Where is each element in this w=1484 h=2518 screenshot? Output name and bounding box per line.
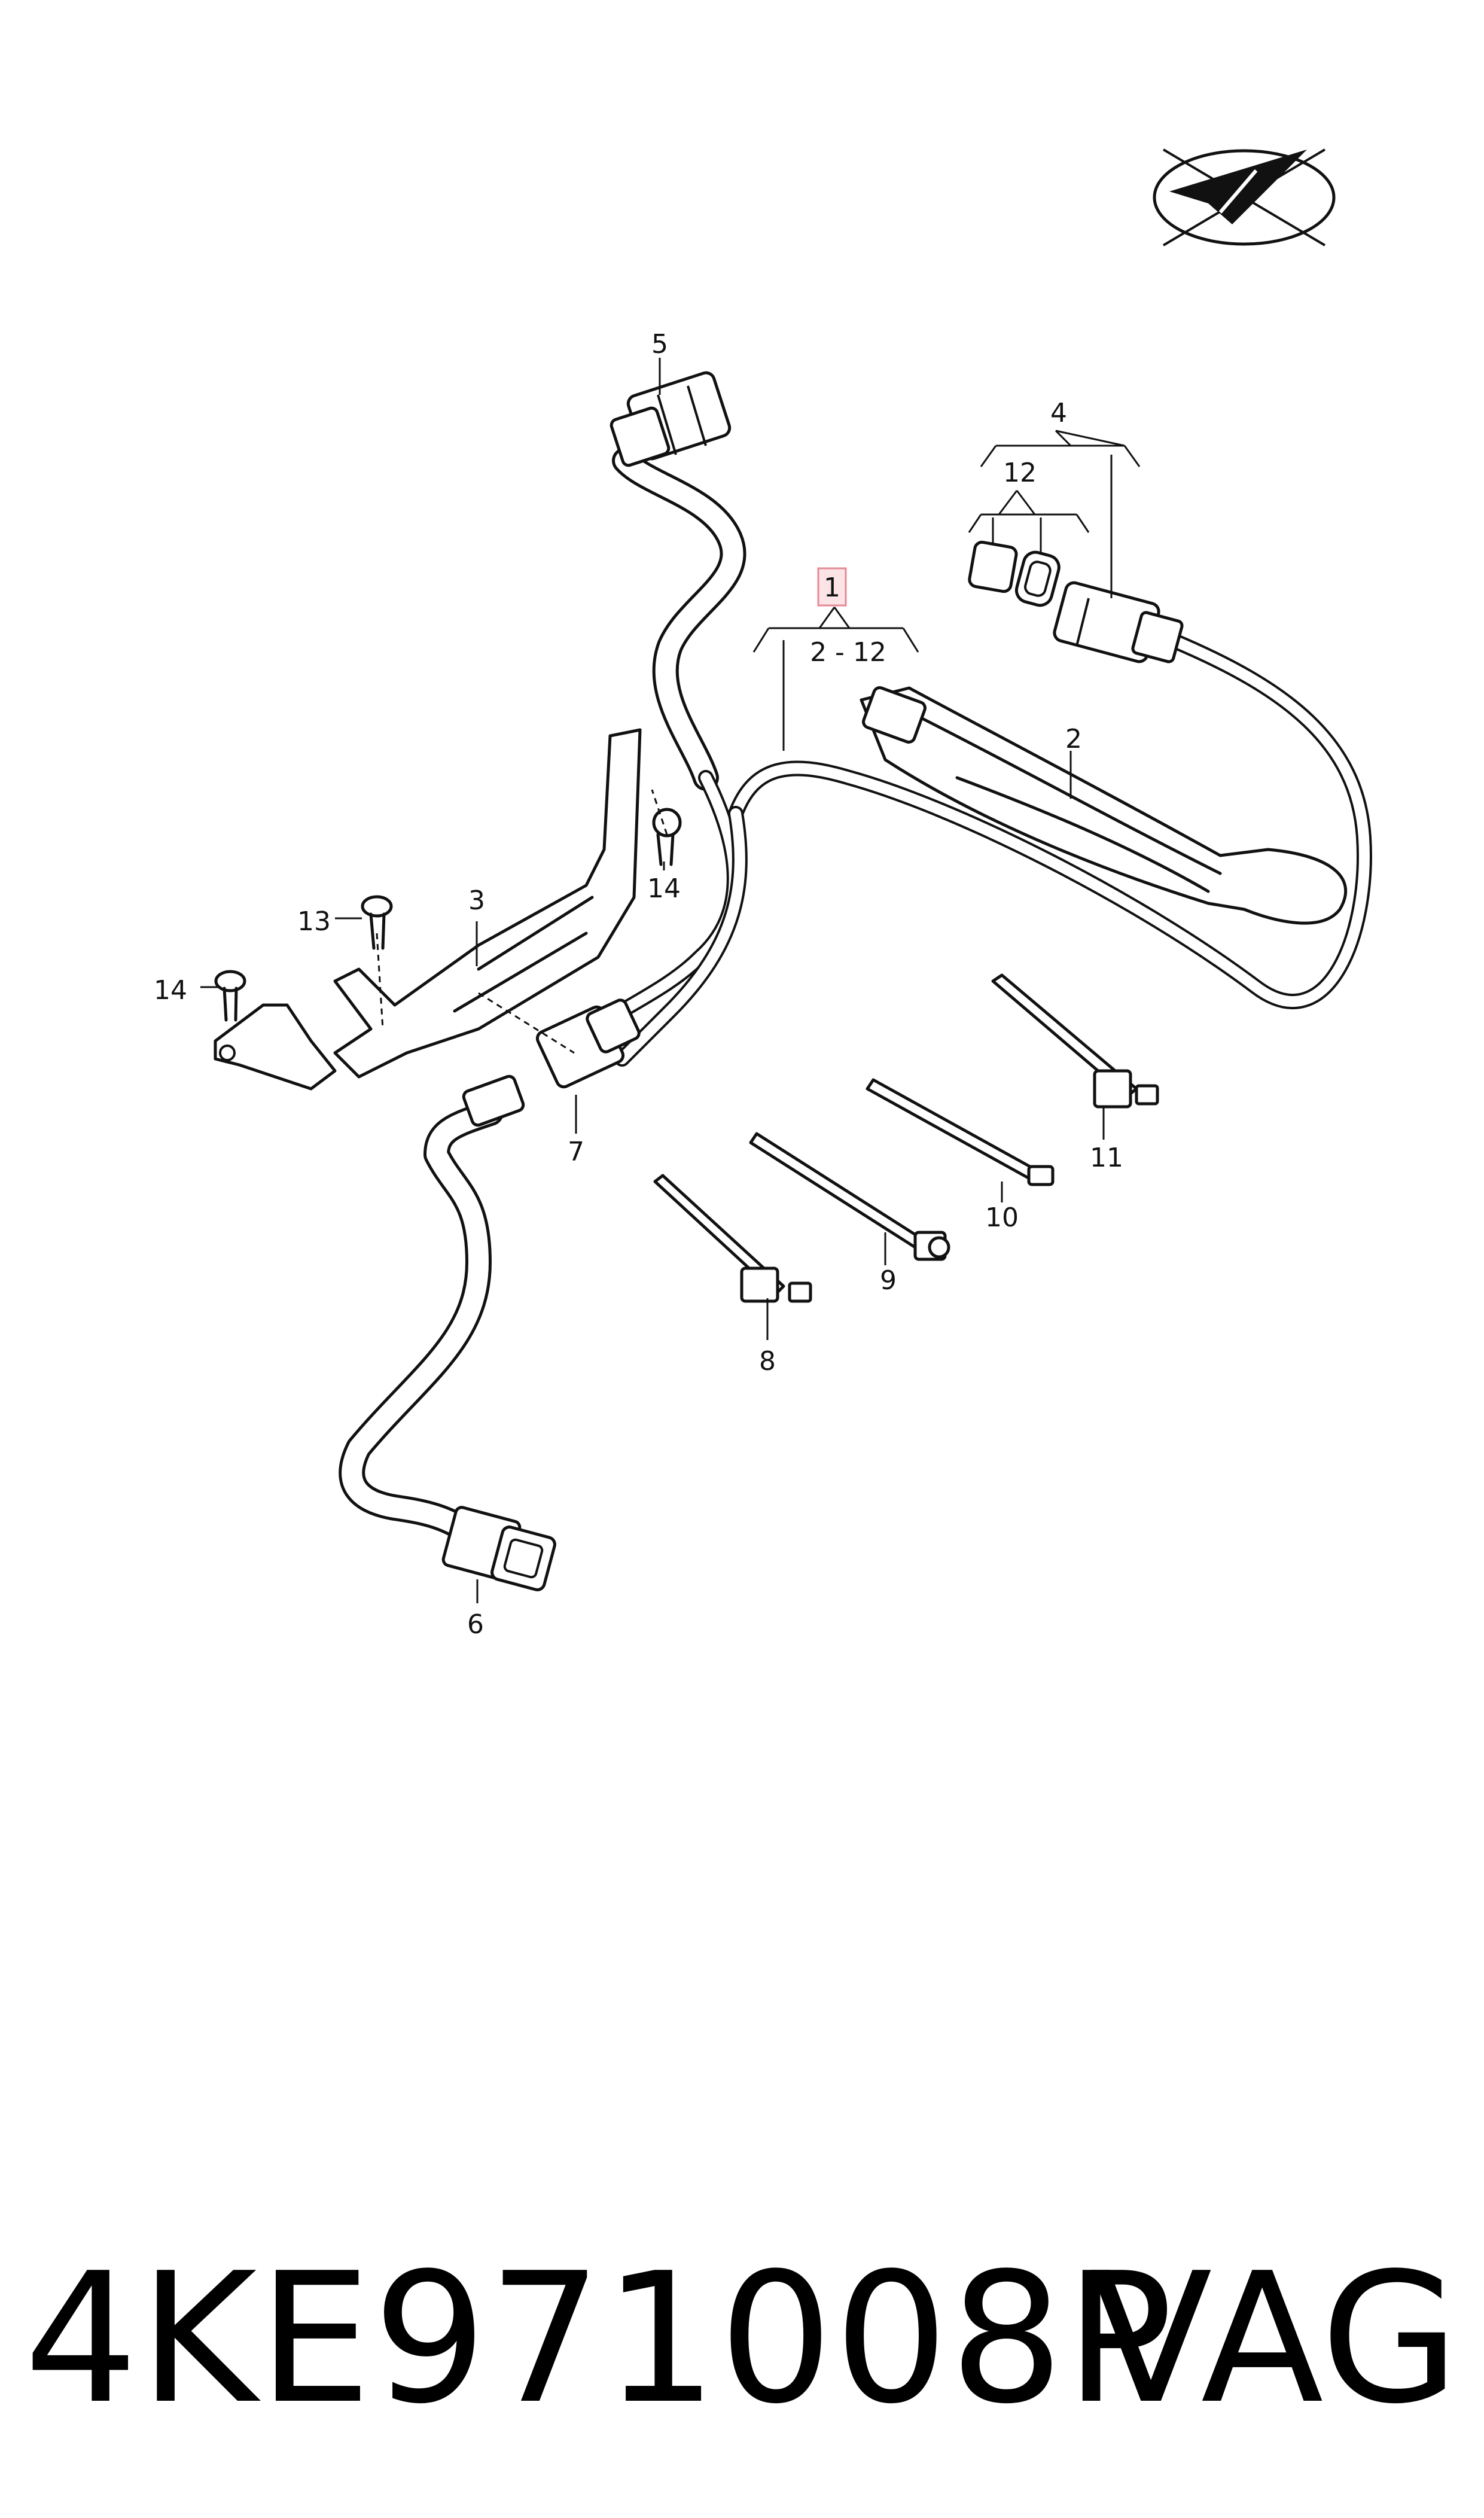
parts-diagram: 1 2 - 12 2 3 4 5 6 7 8 9 10 11 12 13 14 … bbox=[154, 148, 1372, 1640]
callout-12[interactable]: 12 bbox=[1003, 458, 1037, 488]
cable-tie-10 bbox=[866, 1078, 1055, 1186]
callout-2[interactable]: 2 bbox=[1065, 724, 1082, 754]
bolt-14-upper bbox=[652, 808, 682, 866]
callout-10[interactable]: 10 bbox=[985, 1202, 1019, 1233]
bolt-13 bbox=[361, 895, 393, 950]
bracket-3 bbox=[214, 728, 642, 1091]
callout-7[interactable]: 7 bbox=[568, 1137, 584, 1167]
callout-9[interactable]: 9 bbox=[880, 1265, 897, 1296]
callout-11[interactable]: 11 bbox=[1090, 1143, 1123, 1173]
seal-12 bbox=[968, 540, 1061, 607]
part-number: 4KE971008P bbox=[24, 2234, 1175, 2443]
cable-tie-9 bbox=[749, 1132, 950, 1261]
brand-name: VAG bbox=[1089, 2234, 1459, 2443]
highlight-box-1 bbox=[817, 567, 847, 607]
callout-5[interactable]: 5 bbox=[651, 329, 668, 360]
callout-range: 2 - 12 bbox=[810, 637, 886, 668]
connector-5 bbox=[610, 371, 732, 467]
callout-3[interactable]: 3 bbox=[468, 885, 485, 916]
cable-tie-8 bbox=[653, 1174, 812, 1303]
footer: 4KE971008P VAG bbox=[24, 2237, 1459, 2441]
connector-4 bbox=[1053, 581, 1184, 663]
callout-14-lower[interactable]: 14 bbox=[154, 975, 187, 1006]
wiring-harness bbox=[339, 371, 1372, 1591]
callout-6[interactable]: 6 bbox=[467, 1609, 484, 1640]
callout-1[interactable]: 1 bbox=[824, 573, 840, 603]
callout-8[interactable]: 8 bbox=[759, 1346, 776, 1377]
connector-6 bbox=[441, 1506, 556, 1591]
cable-tie-11 bbox=[991, 973, 1159, 1109]
callout-14-upper[interactable]: 14 bbox=[647, 873, 681, 904]
brand-logo-icon bbox=[1153, 148, 1336, 246]
cable-cover-2 bbox=[860, 686, 1347, 925]
callout-13[interactable]: 13 bbox=[297, 906, 331, 937]
junction-connector-7 bbox=[462, 998, 641, 1127]
callout-4[interactable]: 4 bbox=[1050, 398, 1067, 428]
bolt-14-lower bbox=[214, 970, 246, 1022]
leader-lines bbox=[200, 358, 1141, 1603]
